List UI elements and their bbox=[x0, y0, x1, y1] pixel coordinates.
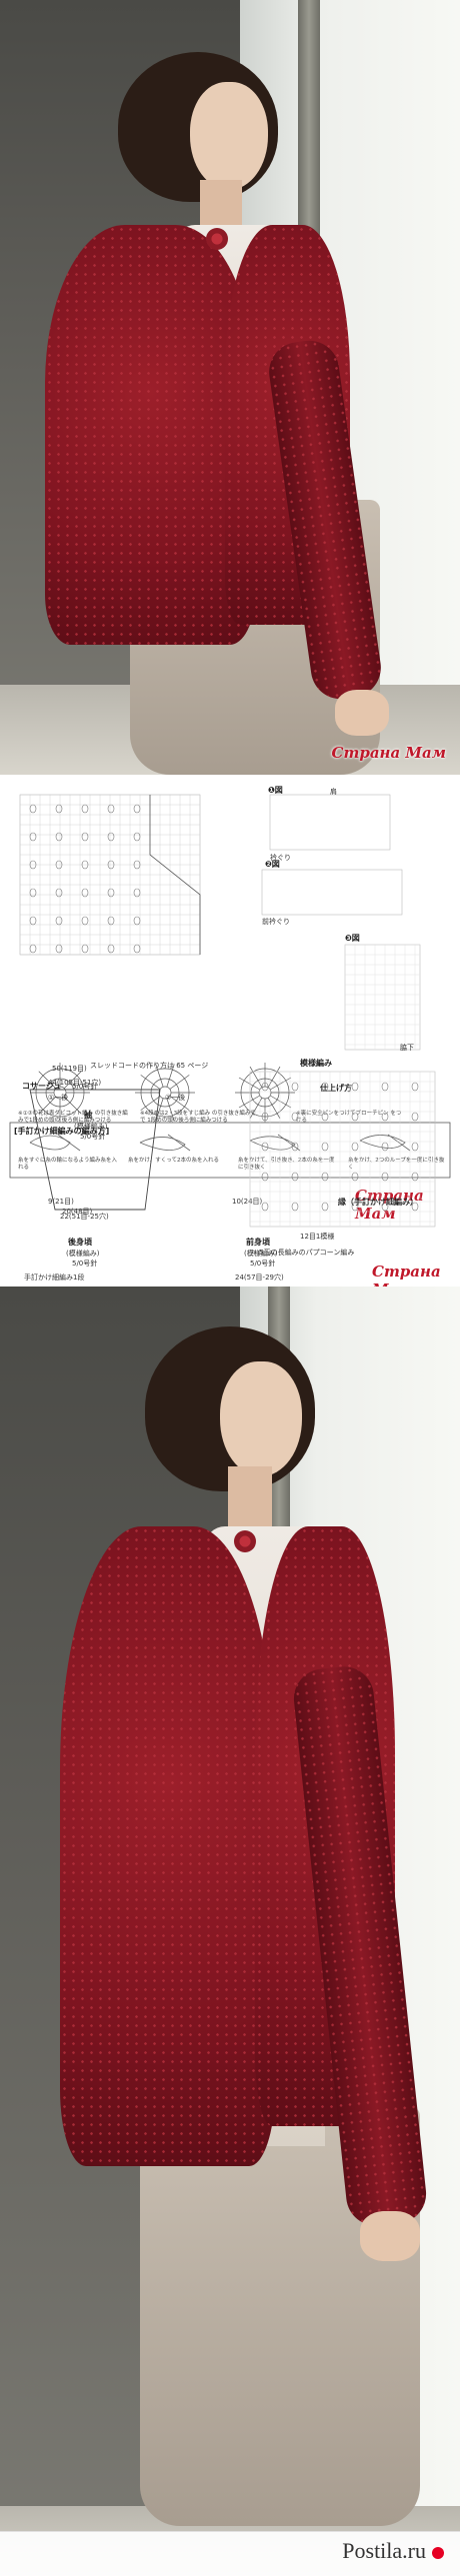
diagram-drawings bbox=[9, 794, 451, 1179]
step1-neck: 衿ぐり bbox=[270, 854, 291, 862]
footer-bar: Postila.ru bbox=[0, 2531, 460, 2576]
corsage-motifs bbox=[30, 1063, 295, 1123]
finish-label: 仕上げ方 bbox=[320, 1084, 352, 1093]
corsage-flower bbox=[234, 1530, 256, 1552]
sleeve-title: 袖 bbox=[84, 1111, 92, 1120]
crochet-diagram-page: ❶図 肩 衿ぐり ❷図 前衿ぐり ❸図 脇下 スレッドコードの作り方は 65 ペ… bbox=[0, 775, 460, 1287]
front-needle: 5/0号針 bbox=[250, 1260, 276, 1268]
sleeve-needle: 5/0号針 bbox=[80, 1133, 106, 1141]
step1-shoulder: 肩 bbox=[330, 788, 337, 796]
chart-step3 bbox=[344, 944, 421, 1051]
neckline-line bbox=[149, 795, 201, 955]
tech-step3: 糸をかけて、引き抜き、2本の糸を一度に引き抜く bbox=[238, 1158, 335, 1171]
hand bbox=[335, 690, 389, 736]
back-dim-bottom: 50(119目) bbox=[52, 1065, 87, 1073]
lower-drawings bbox=[29, 1071, 436, 1228]
brand-dot-icon bbox=[432, 2547, 444, 2559]
cardigan-left bbox=[60, 1526, 275, 2166]
pattern-title: 模様編み bbox=[300, 1059, 332, 1068]
technique-box bbox=[9, 1122, 451, 1179]
chart-step1 bbox=[269, 794, 391, 851]
note2: ※4段めは2・3段をすじ編み の引き抜き編みでで 1段めの頭の後ろ側に編みつける bbox=[140, 1111, 256, 1124]
sleeve-sub: (模様編み) bbox=[74, 1123, 108, 1131]
pattern-chart-frame bbox=[249, 1071, 436, 1228]
corsage-1: ①一後 bbox=[48, 1094, 69, 1102]
back-row: 手訂かけ細編み1段 bbox=[24, 1274, 85, 1282]
cardigan-left bbox=[45, 225, 255, 645]
photo-model-bottom bbox=[0, 1287, 460, 2576]
sleeve-dim-top: 44(105目-51穴) bbox=[48, 1079, 102, 1087]
tech-step4: 糸をかけ、2つのループを一度に引き抜く bbox=[348, 1158, 445, 1171]
back-sub: (模様編み) bbox=[66, 1250, 100, 1258]
corsage-2: ②一後 bbox=[165, 1094, 186, 1102]
back-needle: 5/0号針 bbox=[72, 1260, 98, 1268]
edge-title: 縁（手訂かけ細編み） bbox=[338, 1198, 418, 1207]
corsage-flower bbox=[206, 228, 228, 250]
front-sub: (模様編み) bbox=[244, 1250, 278, 1258]
note1: ※①③の花は表ダビコット編み の引き抜き編みで1段めの頭の 後ろ側に編みつける bbox=[18, 1111, 128, 1124]
photo-model-top: Страна Мам bbox=[0, 0, 460, 775]
step2-sub: 前衿ぐり bbox=[262, 918, 290, 926]
watermark: Страна Мам bbox=[331, 744, 446, 762]
front-dim-bottom: 24(57目-29穴) bbox=[235, 1274, 284, 1282]
pattern-note: ＝ 5玉の長編みのパプコーン編み bbox=[250, 1249, 355, 1257]
crochet-diagram-lower: 50(119目) 44(105目-51穴) 袖 (模様編み) 5/0号針 22(… bbox=[0, 1050, 460, 1298]
face bbox=[220, 1361, 302, 1476]
back-dim-mid: 20(48目) bbox=[62, 1208, 93, 1216]
hand bbox=[360, 2211, 420, 2261]
tech-step2: 糸をかけ、すくって2本の糸を入れる bbox=[128, 1158, 219, 1164]
step3-label: ❸図 bbox=[345, 934, 360, 943]
cord-note: スレッドコードの作り方は 65 ページ bbox=[90, 1062, 209, 1070]
chart-step2 bbox=[261, 869, 403, 916]
note3: ※裏に安全ピンをつけてブローチピン をつける bbox=[296, 1111, 402, 1124]
front-dim-top: 10(24目) bbox=[232, 1198, 263, 1206]
front-title: 前身頃 bbox=[246, 1238, 270, 1247]
sleeve-schematic bbox=[29, 1089, 161, 1211]
technique-title: [手訂かけ細編みの編み方] bbox=[14, 1127, 110, 1136]
corsage-size: 5/0号針 bbox=[72, 1083, 98, 1091]
neck bbox=[228, 1466, 272, 1528]
face bbox=[190, 82, 268, 190]
back-dim-top: 9(21目) bbox=[48, 1198, 74, 1206]
step2-label: ❷図 bbox=[265, 860, 280, 869]
sleeve-dim-bottom: 22(51目-25穴) bbox=[60, 1213, 109, 1221]
tech-step1: 糸をすぐに糸の輪になるよう編み糸を入れる bbox=[18, 1158, 118, 1171]
step1-label: ❶図 bbox=[268, 786, 283, 795]
watermark: Страна Мам bbox=[355, 1187, 424, 1223]
back-title: 後身頃 bbox=[68, 1238, 92, 1247]
waki-label: 脇下 bbox=[400, 1044, 414, 1052]
brand-logo[interactable]: Postila.ru bbox=[342, 2538, 426, 2563]
pattern-footer: 12目1模様 bbox=[300, 1233, 335, 1241]
corsage-title: コサージュ bbox=[22, 1082, 62, 1091]
